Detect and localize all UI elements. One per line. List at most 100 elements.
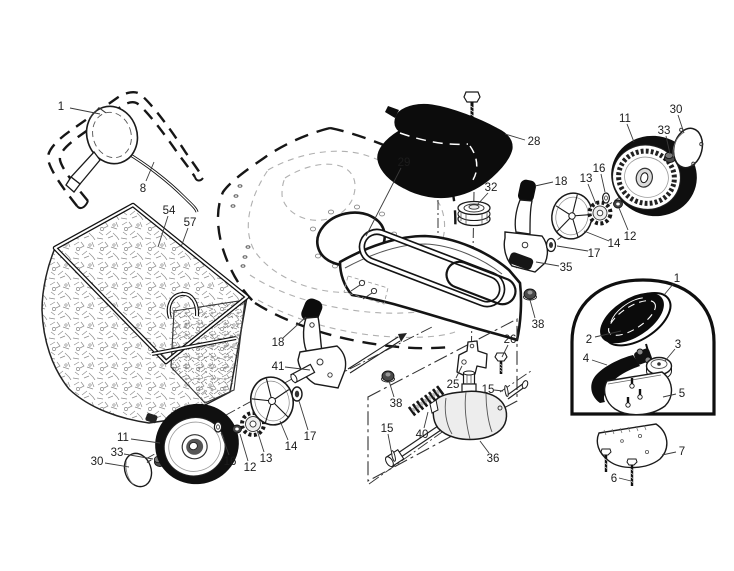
callout-label-36-28: 36 [487, 453, 500, 465]
deck-skirt-bottom [254, 301, 451, 350]
gearbox-body [432, 390, 508, 441]
handle-tube-outer [46, 90, 205, 207]
axle-shaft-left [385, 425, 442, 468]
callout-leader-11-10 [626, 123, 635, 143]
grass-bag-assembly [41, 202, 250, 424]
callout-leader-5-22 [662, 393, 677, 398]
callout-label-16-9: 16 [593, 163, 606, 175]
callout-label-35-16: 35 [560, 262, 573, 274]
washer-17-left [291, 386, 303, 402]
callout-leader-4-21 [591, 359, 608, 366]
handle-end-hooks [76, 176, 204, 210]
callout-leader-28-4 [504, 133, 526, 141]
callout-label-14-14: 14 [608, 238, 621, 250]
cover-pad-2 [600, 291, 672, 347]
baffle-cover-assembly [377, 91, 513, 199]
clamp-hardware [634, 343, 652, 365]
pinion-gear-right [587, 200, 613, 226]
callout-leader-40-29 [423, 411, 429, 429]
bag-foot [145, 413, 158, 424]
callout-leader-14-14 [583, 230, 610, 242]
bail-lever-arm [70, 150, 101, 185]
callout-label-25-26: 25 [447, 379, 460, 391]
rear-housing-inner-edge [344, 243, 503, 275]
callout-leader-38-17 [529, 299, 536, 319]
callout-label-13-36: 13 [260, 453, 273, 465]
callout-label-40-29: 40 [416, 429, 429, 441]
callout-leader-33-40 [123, 453, 154, 460]
callout-label-5-22: 5 [679, 388, 685, 400]
callout-label-6-24: 6 [611, 473, 617, 485]
cover-accent-lines [399, 132, 478, 185]
plate-5-bolts [625, 378, 643, 408]
callout-label-57-3: 57 [184, 217, 197, 229]
belt-pulley [457, 200, 491, 227]
callout-label-33-11: 33 [658, 125, 671, 137]
cover-bolt-head [463, 91, 481, 103]
callout-leader-1-0 [69, 107, 101, 115]
bag-frame-core [54, 204, 248, 363]
flange-nut-38-right [523, 288, 537, 301]
callout-leader-12-37 [239, 433, 249, 462]
washer-17-right [545, 237, 557, 253]
callout-label-38-31: 38 [390, 398, 403, 410]
callout-label-54-2: 54 [163, 205, 176, 217]
callout-label-16-38: 16 [224, 456, 237, 468]
callout-leader-1-18 [663, 282, 675, 296]
callout-label-41-32: 41 [272, 361, 285, 373]
callout-leader-15-27 [493, 389, 504, 392]
callout-leader-7-23 [661, 451, 677, 456]
callout-label-12-13: 12 [624, 231, 637, 243]
cable [121, 148, 199, 213]
callout-label-8-1: 8 [140, 183, 146, 195]
callout-leader-30-12 [677, 114, 685, 134]
gearbox-assembly [367, 318, 532, 485]
callout-leader-2-19 [594, 330, 622, 338]
drive-belt [358, 228, 506, 308]
bag-mid-rail-core [151, 337, 237, 355]
callout-leader-14-35 [279, 420, 289, 441]
callout-leader-17-15 [556, 245, 589, 252]
hubcap-right [672, 127, 704, 169]
bolt-26 [494, 352, 508, 374]
callout-leader-6-24 [618, 477, 632, 482]
bail-control-housing [85, 105, 139, 165]
callout-leader-13-36 [256, 429, 265, 453]
callout-leader-57-3 [180, 227, 189, 248]
callout-label-28-4: 28 [528, 136, 541, 148]
washer-16-right [601, 192, 610, 204]
callout-label-29-5: 29 [398, 157, 411, 169]
callout-label-1-0: 1 [58, 101, 64, 113]
callout-leader-32-6 [476, 192, 489, 206]
callout-label-32-6: 32 [485, 182, 498, 194]
callout-leader-18-33 [282, 316, 307, 339]
plate-5 [603, 371, 673, 416]
callout-leader-29-5 [365, 167, 402, 237]
callout-label-18-33: 18 [272, 337, 285, 349]
callout-label-17-34: 17 [304, 431, 317, 443]
callout-leader-11-39 [130, 438, 161, 444]
callout-leader-25-26 [455, 365, 463, 379]
handle-tube-inner [58, 101, 196, 202]
bail-lever-tip [65, 176, 81, 193]
washer-12-right [613, 199, 623, 209]
callout-leader-54-2 [157, 215, 169, 248]
axle-centerline-low [368, 429, 446, 485]
callout-leader-16-38 [220, 432, 230, 456]
callout-label-7-23: 7 [679, 446, 685, 458]
spring-40 [407, 384, 446, 417]
callout-leader-26-25 [501, 344, 509, 358]
callout-leader-36-28 [479, 440, 490, 454]
deck-phantom [216, 126, 523, 379]
callout-leader-16-9 [600, 173, 606, 193]
callout-label-2-19: 2 [586, 334, 592, 346]
adjuster-bracket-41 [297, 345, 347, 389]
callout-leader-8-1 [145, 161, 155, 182]
gearbox-36 [429, 370, 508, 441]
right-wheel-assembly [503, 127, 704, 301]
left-axle-rod [331, 326, 433, 379]
callout-leader-33-11 [665, 135, 671, 155]
flange-nut-38-center [381, 370, 395, 383]
